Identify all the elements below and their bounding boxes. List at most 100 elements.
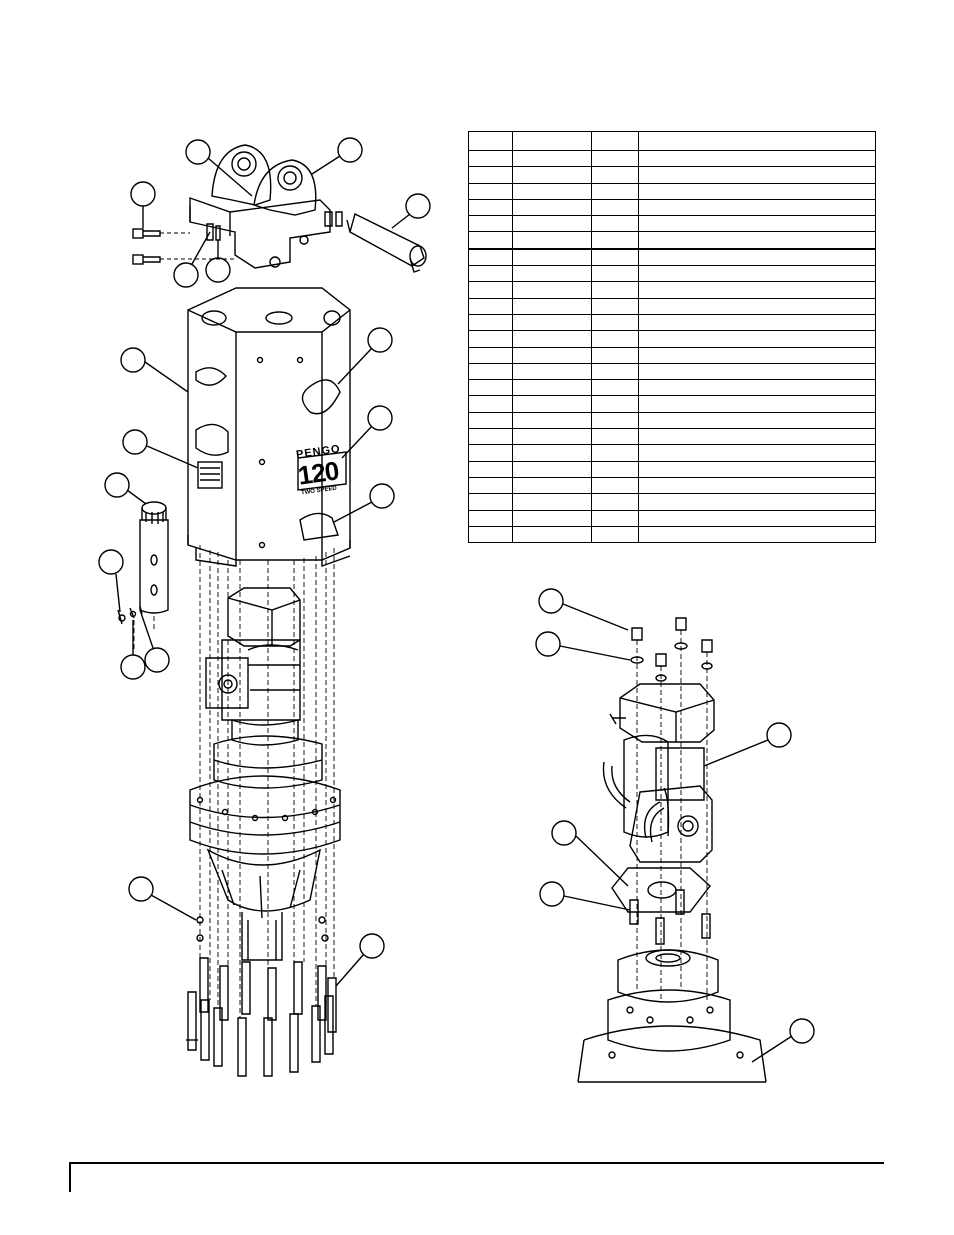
table-row <box>468 411 876 430</box>
table-cell <box>468 265 513 283</box>
table-cell <box>512 248 592 267</box>
table-row <box>468 248 876 267</box>
table-cell <box>638 428 876 446</box>
table-cell <box>638 346 876 364</box>
table-cell <box>638 265 876 283</box>
table-cell <box>591 346 639 364</box>
table-cell <box>638 231 876 250</box>
callout-balloons <box>98 137 431 987</box>
valve-block-detail <box>602 683 715 913</box>
table-row <box>468 166 876 184</box>
hydraulic-motor <box>205 587 301 746</box>
table-cell <box>512 198 592 217</box>
table-row <box>468 149 876 168</box>
table-cell <box>591 525 639 544</box>
table-cell <box>591 411 639 430</box>
table-cell <box>638 525 876 544</box>
table-row <box>468 182 876 200</box>
table-cell <box>638 509 876 527</box>
table-cell <box>468 493 513 511</box>
table-cell <box>512 379 592 397</box>
table-cell <box>468 281 513 299</box>
table-row <box>468 346 876 364</box>
table-cell <box>591 444 639 462</box>
table-row <box>468 444 876 462</box>
table-cell <box>512 215 592 233</box>
table-cell <box>468 330 513 348</box>
table-row <box>468 313 876 332</box>
table-cell <box>468 198 513 217</box>
mounting-bracket <box>189 144 331 269</box>
table-cell <box>638 444 876 462</box>
table-cell <box>468 149 513 168</box>
table-cell <box>512 460 592 478</box>
table-cell <box>638 362 876 381</box>
table-cell <box>512 281 592 299</box>
table-cell <box>468 379 513 397</box>
table-cell <box>591 313 639 332</box>
table-cell <box>591 362 639 381</box>
table-row <box>468 493 876 511</box>
table-cell <box>512 182 592 200</box>
table-cell <box>591 166 639 184</box>
housing-shroud <box>187 287 351 567</box>
table-cell <box>638 182 876 200</box>
table-cell <box>512 395 592 413</box>
table-cell <box>638 379 876 397</box>
table-cell <box>512 131 592 151</box>
table-cell <box>468 131 513 151</box>
table-cell <box>591 395 639 413</box>
table-cell <box>638 281 876 299</box>
table-cell <box>638 149 876 168</box>
table-cell <box>512 166 592 184</box>
table-cell <box>512 493 592 511</box>
table-cell <box>591 231 639 250</box>
table-cell <box>512 265 592 283</box>
table-cell <box>468 313 513 332</box>
table-row <box>468 131 876 151</box>
table-cell <box>638 476 876 495</box>
table-cell <box>512 297 592 315</box>
table-row <box>468 525 876 544</box>
table-cell <box>638 215 876 233</box>
table-cell <box>512 428 592 446</box>
table-cell <box>638 411 876 430</box>
table-cell <box>468 215 513 233</box>
table-row <box>468 231 876 250</box>
table-cell <box>591 493 639 511</box>
table-cell <box>591 476 639 495</box>
table-cell <box>512 362 592 381</box>
table-cell <box>638 493 876 511</box>
gearbox-bolts <box>186 916 337 1077</box>
detail-fasteners <box>629 617 713 945</box>
table-cell <box>468 476 513 495</box>
table-cell <box>591 509 639 527</box>
table-cell <box>468 525 513 544</box>
table-cell <box>638 297 876 315</box>
table-cell <box>512 231 592 250</box>
table-cell <box>591 297 639 315</box>
parts-list-table <box>468 131 876 544</box>
table-cell <box>468 411 513 430</box>
table-row <box>468 460 876 478</box>
footer-tick <box>69 1162 71 1192</box>
table-cell <box>468 395 513 413</box>
table-cell <box>512 476 592 495</box>
table-cell <box>591 248 639 267</box>
table-cell <box>512 330 592 348</box>
mounting-pin <box>346 212 427 273</box>
table-row <box>468 281 876 299</box>
table-cell <box>591 149 639 168</box>
table-row <box>468 362 876 381</box>
table-cell <box>512 346 592 364</box>
table-cell <box>591 198 639 217</box>
table-cell <box>512 149 592 168</box>
table-cell <box>468 509 513 527</box>
table-cell <box>468 248 513 267</box>
table-row <box>468 476 876 495</box>
table-row <box>468 379 876 397</box>
table-cell <box>591 215 639 233</box>
table-row <box>468 265 876 283</box>
table-cell <box>591 428 639 446</box>
